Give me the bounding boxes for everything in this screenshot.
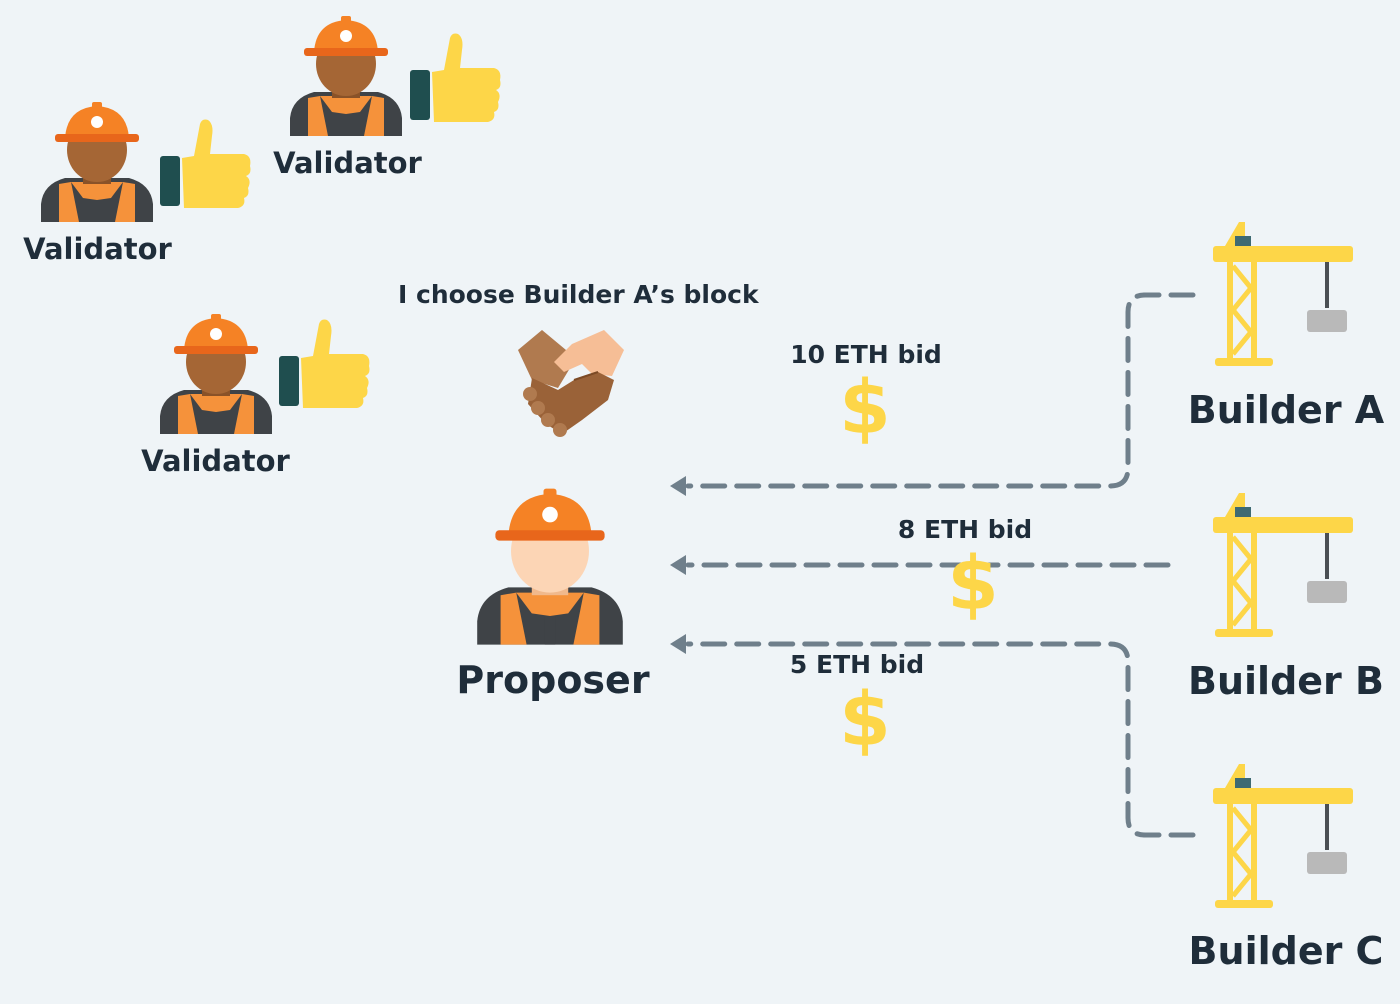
worker-icon [160, 314, 272, 434]
worker-icon [290, 16, 402, 136]
dollar-icon: $ [839, 365, 891, 451]
validator-label: Validator [273, 146, 422, 180]
validator-top-left [41, 102, 251, 222]
bid-label: 10 ETH bid [790, 340, 942, 369]
builder-label: Builder B [1188, 659, 1384, 703]
bid-arrow-builder-a [685, 292, 1196, 489]
builder-label: Builder C [1188, 929, 1384, 973]
validator-middle [160, 314, 370, 434]
arrowhead-a-icon [670, 476, 686, 496]
worker-icon [477, 488, 623, 645]
bid-arrow-builder-c [685, 641, 1196, 838]
arrowhead-b-icon [670, 555, 686, 575]
thumbs-up-icon [279, 319, 370, 408]
handshake-caption: I choose Builder A’s block [398, 280, 759, 309]
arrowhead-c-icon [670, 634, 686, 654]
crane-icon [1213, 222, 1353, 366]
crane-icon [1213, 764, 1353, 908]
thumbs-up-icon [410, 33, 501, 122]
builder-label: Builder A [1187, 388, 1385, 432]
bid-label: 5 ETH bid [789, 650, 925, 679]
proposer-label: Proposer [456, 658, 650, 702]
proposer [477, 488, 623, 645]
dollar-icon: $ [839, 677, 891, 763]
dollar-icon: $ [947, 541, 999, 627]
bid-label: 8 ETH bid [897, 515, 1033, 544]
validator-label: Validator [141, 444, 290, 478]
worker-icon [41, 102, 153, 222]
validator-label: Validator [23, 232, 172, 266]
thumbs-up-icon [160, 119, 251, 208]
crane-icon [1213, 493, 1353, 637]
validator-top-center [290, 16, 501, 136]
handshake-icon [517, 329, 625, 438]
